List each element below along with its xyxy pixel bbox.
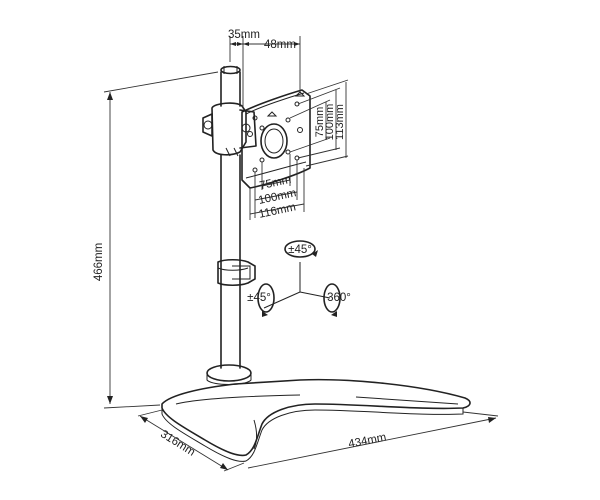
base-width-label: 434mm (347, 432, 387, 451)
dim-base-width: 434mm (247, 411, 499, 469)
stand-pole (220, 65, 241, 369)
dim-base-depth: 316mm (137, 409, 245, 472)
base-depth-label: 316mm (158, 428, 197, 459)
vesa-center-hole (260, 123, 288, 159)
tilt-angle-label: ±45° (288, 244, 312, 256)
monitor-arm (202, 102, 257, 157)
swivel-angle-label: ±45° (247, 292, 271, 304)
pole-offset-label: 35mm (228, 29, 260, 41)
dim-vesa-horizontal: 75mm 100mm 116mm (249, 154, 305, 221)
vesa-v-100-label: 100mm (324, 104, 336, 141)
vesa-v-113-label: 113mm (334, 104, 346, 140)
dim-total-height: 466mm (93, 71, 219, 409)
vesa-offset-label: 48mm (264, 39, 296, 51)
cable-clamp (217, 258, 256, 287)
tilt-rotation-icon (284, 240, 316, 258)
vesa-plate (241, 89, 311, 189)
dim-top-offsets: 35mm 48mm (228, 29, 301, 108)
pole-cap (220, 65, 241, 75)
rotate-360-icon (323, 283, 341, 313)
pole-foot (206, 364, 252, 382)
total-height-label: 466mm (93, 243, 105, 281)
rotate-angle-label: 360° (327, 292, 351, 304)
stand-base (161, 364, 471, 462)
dim-vesa-vertical: 75mm 100mm 113mm (289, 79, 349, 167)
rotation-indicator: ±45° ±45° 360° (247, 240, 351, 317)
swivel-rotation-icon (257, 283, 275, 313)
vesa-v-75-label: 75mm (314, 107, 326, 138)
